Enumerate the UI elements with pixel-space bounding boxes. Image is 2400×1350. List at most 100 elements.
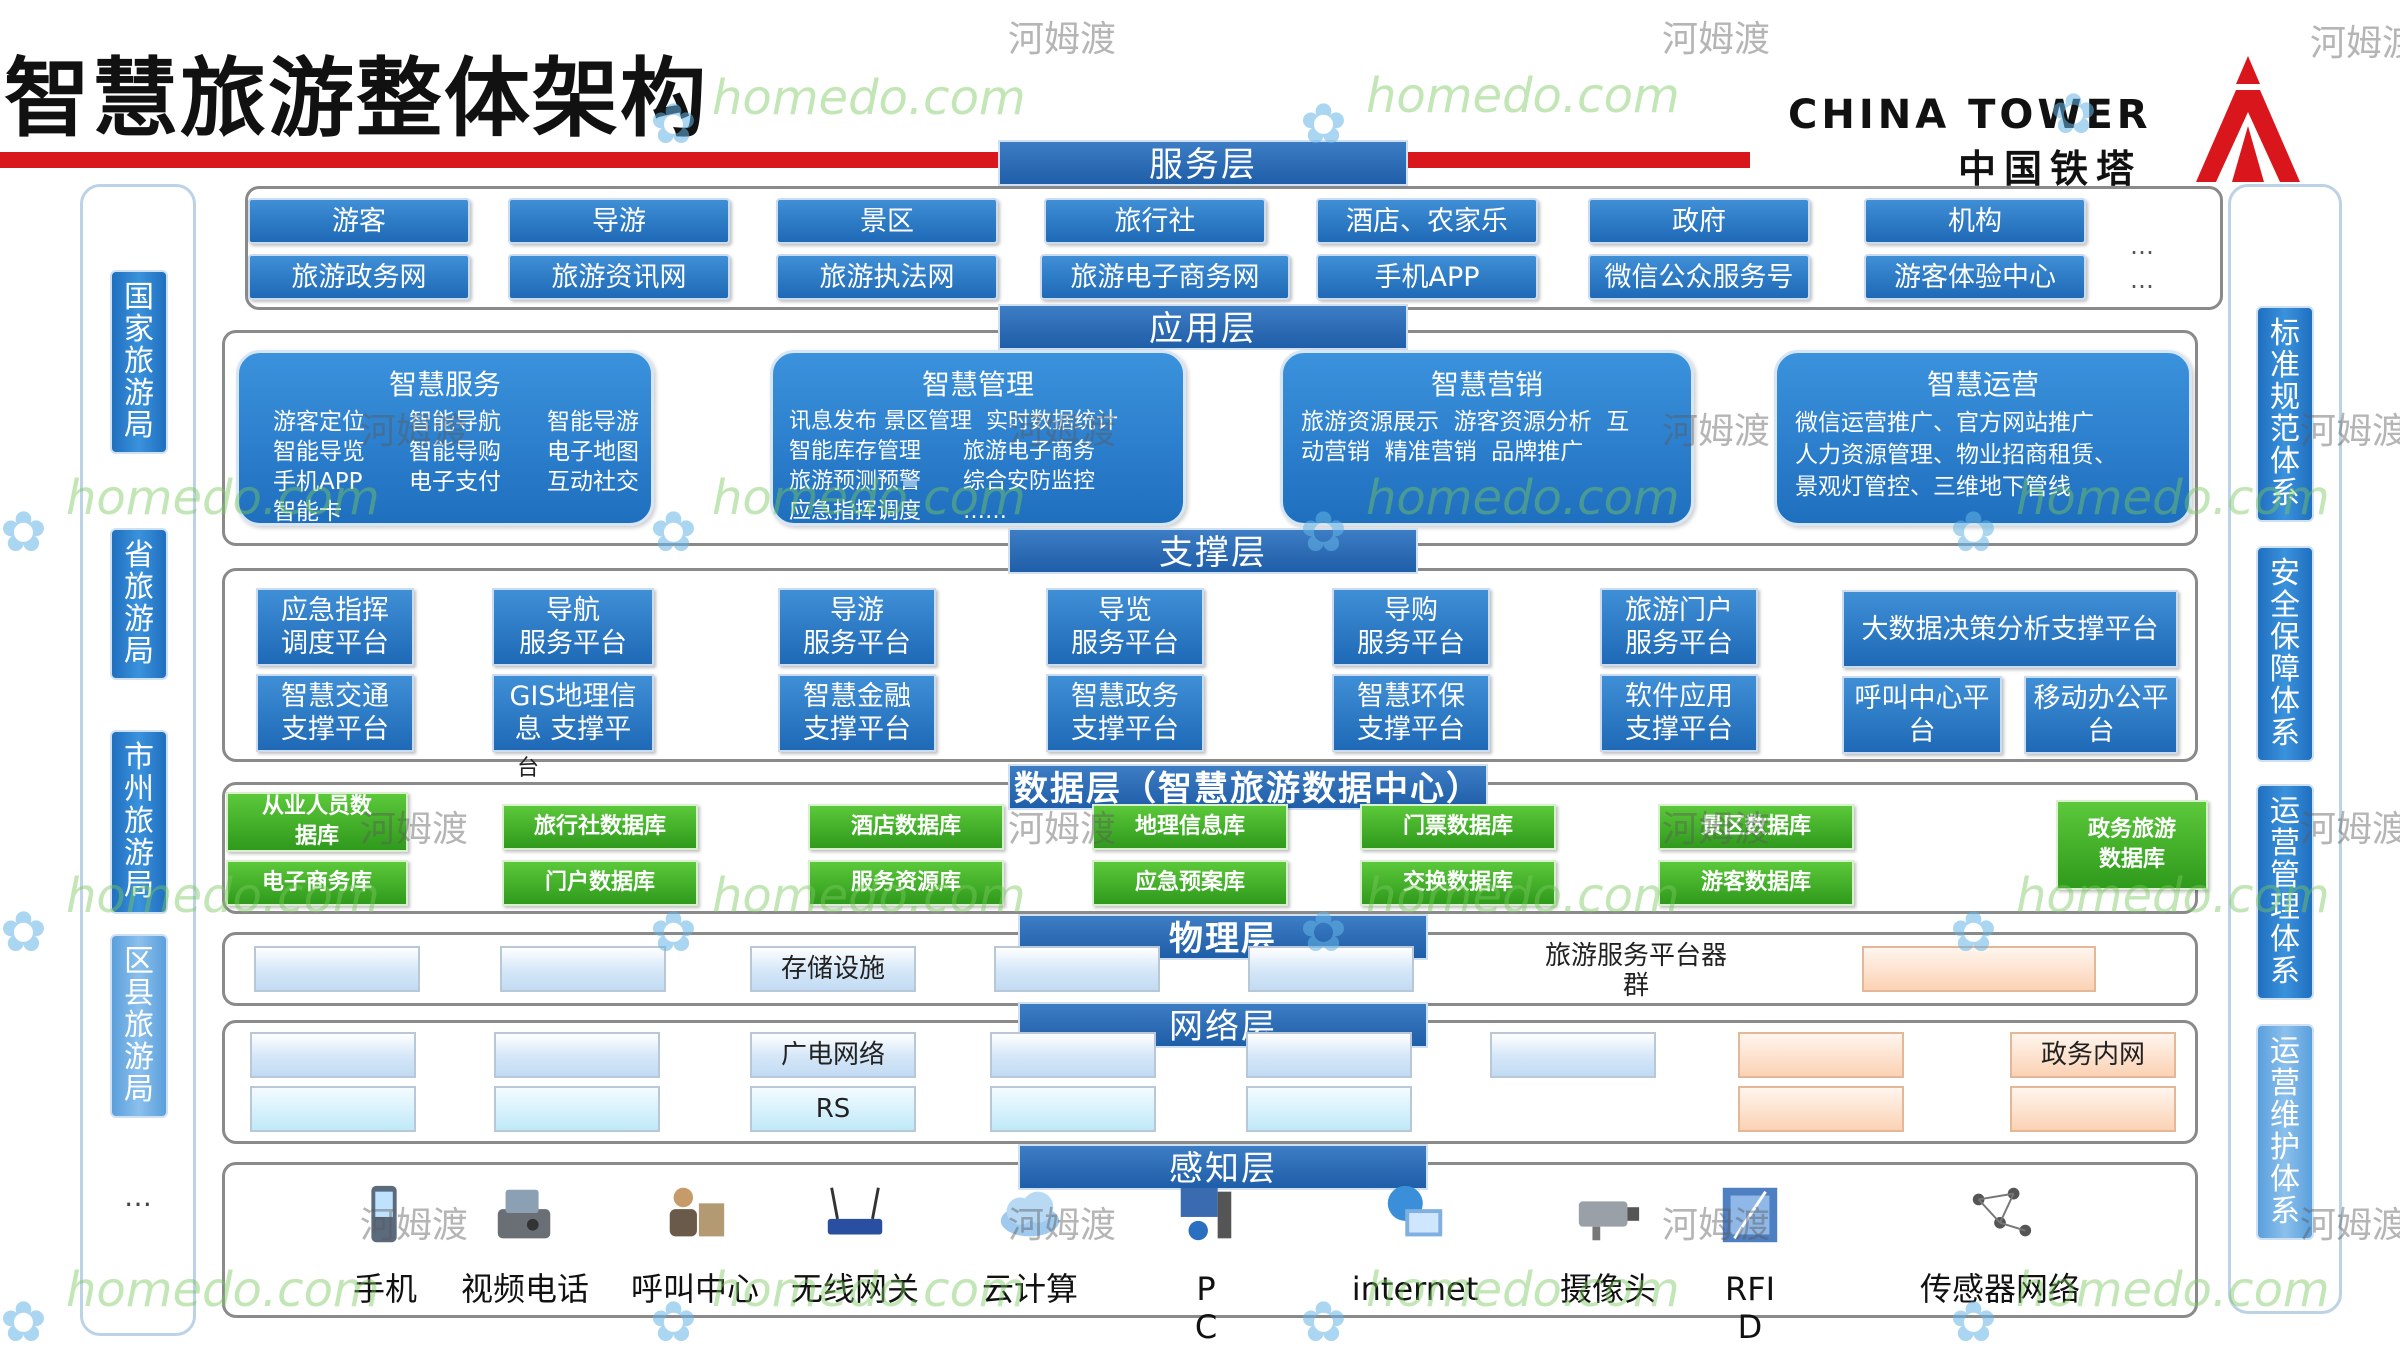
database-box[interactable]: 游客数据库 bbox=[1658, 860, 1854, 906]
service-chip-channel[interactable]: 手机APP bbox=[1316, 254, 1538, 300]
camera-icon bbox=[1578, 1201, 1640, 1241]
support-layer-title: 支撑层 bbox=[1008, 528, 1418, 574]
service-chip-user[interactable]: 酒店、农家乐 bbox=[1316, 198, 1538, 244]
header-red-bar bbox=[0, 152, 1750, 168]
service-chip-channel[interactable]: 旅游执法网 bbox=[776, 254, 998, 300]
data-layer-title: 数据层（智慧旅游数据中心） bbox=[1008, 764, 1488, 810]
watermark: homedo.com bbox=[712, 70, 1026, 126]
app-panel-smart-management[interactable]: 智慧管理 讯息发布 景区管理 实时数据统计 智能库存管理 旅游电子商务 旅游预测… bbox=[770, 350, 1186, 526]
app-panel-text: 智能导航 智能导购 电子支付 bbox=[409, 409, 501, 495]
support-platform[interactable]: 旅游门户 服务平台 bbox=[1600, 588, 1758, 666]
perception-label: 摄像头 bbox=[1559, 1270, 1656, 1308]
database-box[interactable]: 门户数据库 bbox=[502, 860, 698, 906]
support-platform[interactable]: 导游 服务平台 bbox=[778, 588, 936, 666]
support-platform[interactable]: 软件应用 支撑平台 bbox=[1600, 674, 1758, 752]
app-panel-smart-marketing[interactable]: 智慧营销 旅游资源展示 游客资源分析 互 动营销 精准营销 品牌推广 bbox=[1280, 350, 1694, 526]
platform-bigdata[interactable]: 大数据决策分析支撑平台 bbox=[1842, 590, 2178, 668]
service-chip-channel[interactable]: 旅游资讯网 bbox=[508, 254, 730, 300]
perception-layer-title: 感知层 bbox=[1018, 1144, 1428, 1190]
database-box[interactable]: 交换数据库 bbox=[1360, 860, 1556, 906]
network-box bbox=[2010, 1086, 2176, 1132]
service-chip-channel[interactable]: 旅游政务网 bbox=[248, 254, 470, 300]
network-box bbox=[494, 1086, 660, 1132]
app-panel-text: 游客定位 智能导览 手机APP 智能卡 bbox=[273, 409, 365, 525]
app-panel-title: 智慧管理 bbox=[921, 368, 1034, 401]
call-center-icon bbox=[669, 1187, 725, 1237]
service-chip-user[interactable]: 景区 bbox=[776, 198, 998, 244]
network-box bbox=[1246, 1032, 1412, 1078]
database-box[interactable]: 地理信息库 bbox=[1092, 804, 1288, 850]
globe-icon bbox=[1387, 1185, 1443, 1237]
physical-box bbox=[500, 946, 666, 992]
support-platform[interactable]: 智慧金融 支撑平台 bbox=[778, 674, 936, 752]
right-item-maintenance: 运营维护体系 bbox=[2256, 1024, 2314, 1240]
support-platform[interactable]: 导购 服务平台 bbox=[1332, 588, 1490, 666]
database-box[interactable]: 景区数据库 bbox=[1658, 804, 1854, 850]
left-item-county: 区县旅游局 bbox=[110, 934, 168, 1118]
watermark: 河姆渡 bbox=[2310, 23, 2400, 64]
application-layer-title: 应用层 bbox=[998, 304, 1408, 350]
app-panel-title: 智慧运营 bbox=[1926, 368, 2039, 401]
support-platform[interactable]: 应急指挥 调度平台 bbox=[256, 588, 414, 666]
perception-label: 云计算 bbox=[981, 1270, 1078, 1308]
service-chip-user[interactable]: 旅行社 bbox=[1044, 198, 1266, 244]
app-panel-text: 讯息发布 景区管理 实时数据统计 智能库存管理 旅游电子商务 旅游预测预警 综合… bbox=[789, 409, 1118, 524]
support-platform[interactable]: 智慧环保 支撑平台 bbox=[1332, 674, 1490, 752]
rfid-icon bbox=[1722, 1187, 1778, 1243]
database-box[interactable]: 旅行社数据库 bbox=[502, 804, 698, 850]
support-overflow-char: 台 bbox=[517, 756, 540, 781]
service-chip-user[interactable]: 导游 bbox=[508, 198, 730, 244]
network-rs[interactable]: RS bbox=[750, 1086, 916, 1132]
perception-label: 视频电话 bbox=[460, 1270, 589, 1308]
database-box[interactable]: 门票数据库 bbox=[1360, 804, 1556, 850]
database-box[interactable]: 从业人员数 据库 bbox=[226, 792, 408, 852]
platform-callcenter[interactable]: 呼叫中心平 台 bbox=[1842, 676, 2002, 754]
app-panel-text: 微信运营推广、官方网站推广 人力资源管理、物业招商租赁、 景观灯管控、三维地下管… bbox=[1795, 410, 2117, 500]
support-platform[interactable]: GIS地理信 息 支撑平 bbox=[492, 674, 654, 752]
platform-mobile-office[interactable]: 移动办公平 台 bbox=[2024, 676, 2178, 754]
service-chip-channel[interactable]: 微信公众服务号 bbox=[1588, 254, 1810, 300]
physical-box bbox=[1248, 946, 1414, 992]
brand-name-en: CHINA TOWER bbox=[1788, 92, 2152, 138]
right-item-standards: 标准规范体系 bbox=[2256, 306, 2314, 522]
sensor-network-icon bbox=[1972, 1187, 2032, 1237]
service-layer-title: 服务层 bbox=[998, 140, 1408, 186]
physical-box bbox=[994, 946, 1160, 992]
support-platform[interactable]: 智慧政务 支撑平台 bbox=[1046, 674, 1204, 752]
perception-label: 无线网关 bbox=[790, 1270, 919, 1308]
left-item-province: 省旅游局 bbox=[110, 528, 168, 680]
support-platform[interactable]: 智慧交通 支撑平台 bbox=[256, 674, 414, 752]
physical-storage[interactable]: 存储设施 bbox=[750, 946, 916, 992]
physical-box bbox=[254, 946, 420, 992]
perception-label: RFI D bbox=[1724, 1270, 1776, 1346]
database-box[interactable]: 服务资源库 bbox=[808, 860, 1004, 906]
service-chip-channel[interactable]: 游客体验中心 bbox=[1864, 254, 2086, 300]
service-chip-user[interactable]: 游客 bbox=[248, 198, 470, 244]
service-chip-channel[interactable]: 旅游电子商务网 bbox=[1040, 254, 1290, 300]
physical-server-cluster[interactable]: 旅游服务平台器 群 bbox=[1520, 940, 1752, 1002]
database-box[interactable]: 电子商务库 bbox=[226, 860, 408, 906]
network-box bbox=[990, 1086, 1156, 1132]
page-title: 智慧旅游整体架构 bbox=[4, 49, 708, 149]
service-chip-user[interactable]: 政府 bbox=[1588, 198, 1810, 244]
app-panel-smart-service[interactable]: 智慧服务 游客定位 智能导览 手机APP 智能卡 智能导航 智能导购 电子支付 … bbox=[236, 350, 654, 526]
service-chip-user[interactable]: 机构 bbox=[1864, 198, 2086, 244]
perception-label: 手机 bbox=[352, 1270, 417, 1308]
app-panel-smart-operation[interactable]: 智慧运营 微信运营推广、官方网站推广 人力资源管理、物业招商租赁、 景观灯管控、… bbox=[1774, 350, 2192, 526]
perception-label: internet bbox=[1351, 1270, 1479, 1308]
app-panel-text: 智能导游 电子地图 互动社交 bbox=[547, 409, 639, 495]
network-broadcast[interactable]: 广电网络 bbox=[750, 1032, 916, 1078]
support-platform[interactable]: 导览 服务平台 bbox=[1046, 588, 1204, 666]
network-gov-intranet[interactable]: 政务内网 bbox=[2010, 1032, 2176, 1078]
app-panel-title: 智慧营销 bbox=[1430, 368, 1543, 401]
right-item-operation: 运营管理体系 bbox=[2256, 784, 2314, 1000]
network-box bbox=[1738, 1032, 1904, 1078]
support-platform[interactable]: 导航 服务平台 bbox=[492, 588, 654, 666]
network-box bbox=[250, 1032, 416, 1078]
mobile-phone-icon bbox=[371, 1185, 397, 1243]
network-box bbox=[1490, 1032, 1656, 1078]
database-box[interactable]: 酒店数据库 bbox=[808, 804, 1004, 850]
network-box bbox=[990, 1032, 1156, 1078]
database-box[interactable]: 应急预案库 bbox=[1092, 860, 1288, 906]
db-gov-tourism[interactable]: 政务旅游 数据库 bbox=[2056, 800, 2208, 890]
